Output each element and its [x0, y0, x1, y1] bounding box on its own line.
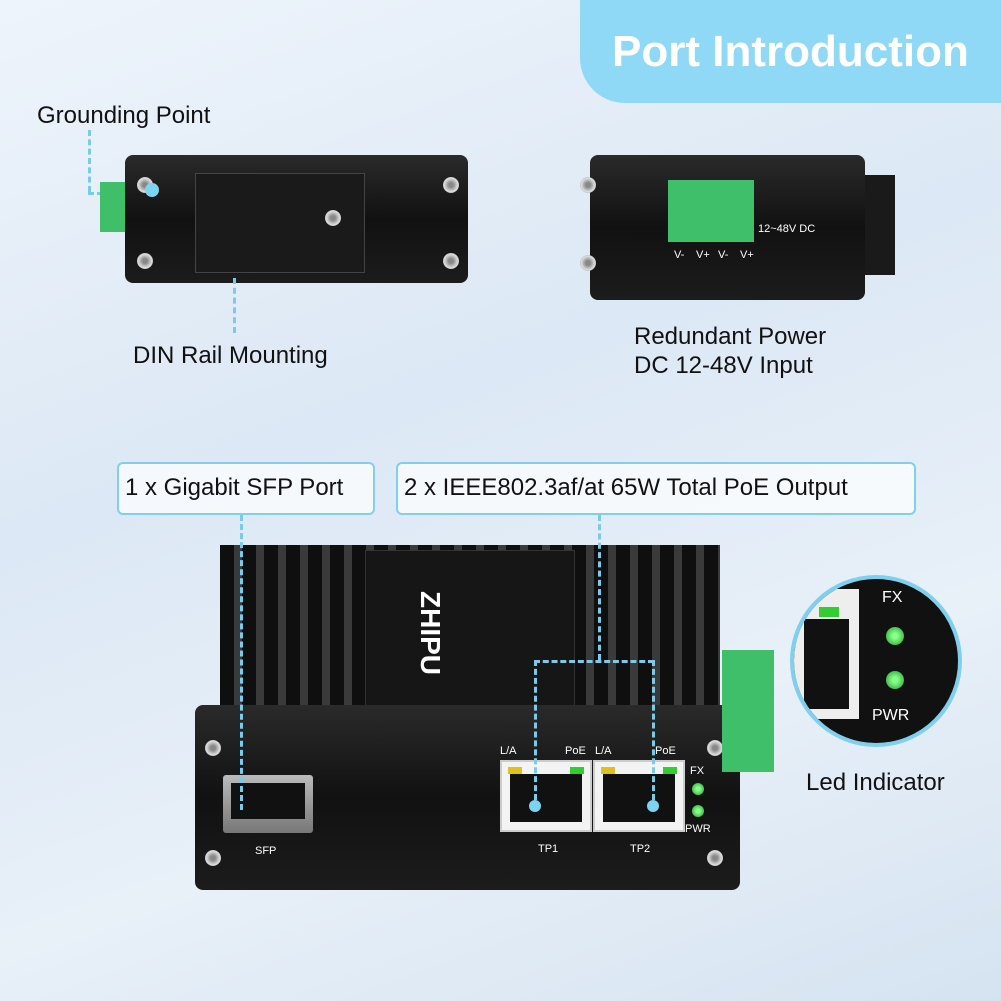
poe-pointer-right: [652, 660, 655, 800]
sfp-port[interactable]: [223, 775, 313, 833]
port-la-label: L/A: [500, 745, 517, 757]
power-rating: 12~48V DC: [758, 223, 816, 235]
port-name: TP2: [630, 843, 651, 855]
led-pwr-label: PWR: [685, 823, 711, 835]
inset-led-fx: [886, 627, 904, 645]
poe-label-box: 2 x IEEE802.3af/at 65W Total PoE Output: [396, 462, 916, 515]
sfp-text: SFP: [255, 845, 277, 857]
port-la-label: L/A: [595, 745, 612, 757]
inset-led-pwr: [886, 671, 904, 689]
device-front-panel: SFP L/A PoE L/A PoE TP1 TP2 FX PWR: [195, 705, 740, 890]
power-label-line2: DC 12-48V Input: [634, 352, 813, 379]
ground-terminal: [100, 182, 128, 232]
device-bottom-view: [125, 155, 468, 283]
grounding-label: Grounding Point: [37, 102, 211, 129]
sfp-label-box: 1 x Gigabit SFP Port: [117, 462, 375, 515]
poe-pointer-left: [534, 660, 537, 800]
poe-pointer-h: [534, 660, 654, 663]
inset-fx-label: FX: [882, 589, 903, 606]
brand-logo: ZHIPU: [415, 591, 446, 675]
led-fx-label: FX: [690, 765, 705, 777]
power-label: Redundant Power DC 12-48V Input: [634, 322, 826, 380]
port-poe-label: PoE: [655, 745, 676, 757]
terminal-label: V-: [718, 249, 729, 261]
side-terminal: [722, 650, 774, 772]
poe-pointer: [598, 515, 601, 660]
rj45-port-tp1[interactable]: [500, 760, 592, 832]
pointer-dot: [647, 800, 659, 812]
din-rail-clip: [195, 173, 365, 273]
led-zoom-inset: FX PWR: [790, 575, 962, 747]
port-name: TP1: [538, 843, 559, 855]
page-title: Port Introduction: [580, 0, 1001, 103]
led-pwr: [692, 805, 704, 817]
sfp-pointer: [240, 515, 243, 810]
power-label-line1: Redundant Power: [634, 323, 827, 350]
top-plate: ZHIPU: [365, 550, 575, 720]
port-poe-label: PoE: [565, 745, 586, 757]
power-terminal-block: [668, 180, 754, 242]
rj45-port-tp2[interactable]: [593, 760, 685, 832]
led-indicator-label: Led Indicator: [806, 769, 945, 796]
terminal-label: V-: [674, 249, 685, 261]
inset-pwr-label: PWR: [872, 707, 910, 724]
din-pointer: [233, 278, 236, 333]
terminal-label: V+: [740, 249, 754, 261]
device-top-view: 12~48V DC V- V+ V- V+: [580, 155, 865, 300]
led-fx: [692, 783, 704, 795]
grounding-pointer: [88, 130, 91, 192]
din-rail-label: DIN Rail Mounting: [133, 342, 328, 369]
pointer-dot: [529, 800, 541, 812]
terminal-label: V+: [696, 249, 710, 261]
